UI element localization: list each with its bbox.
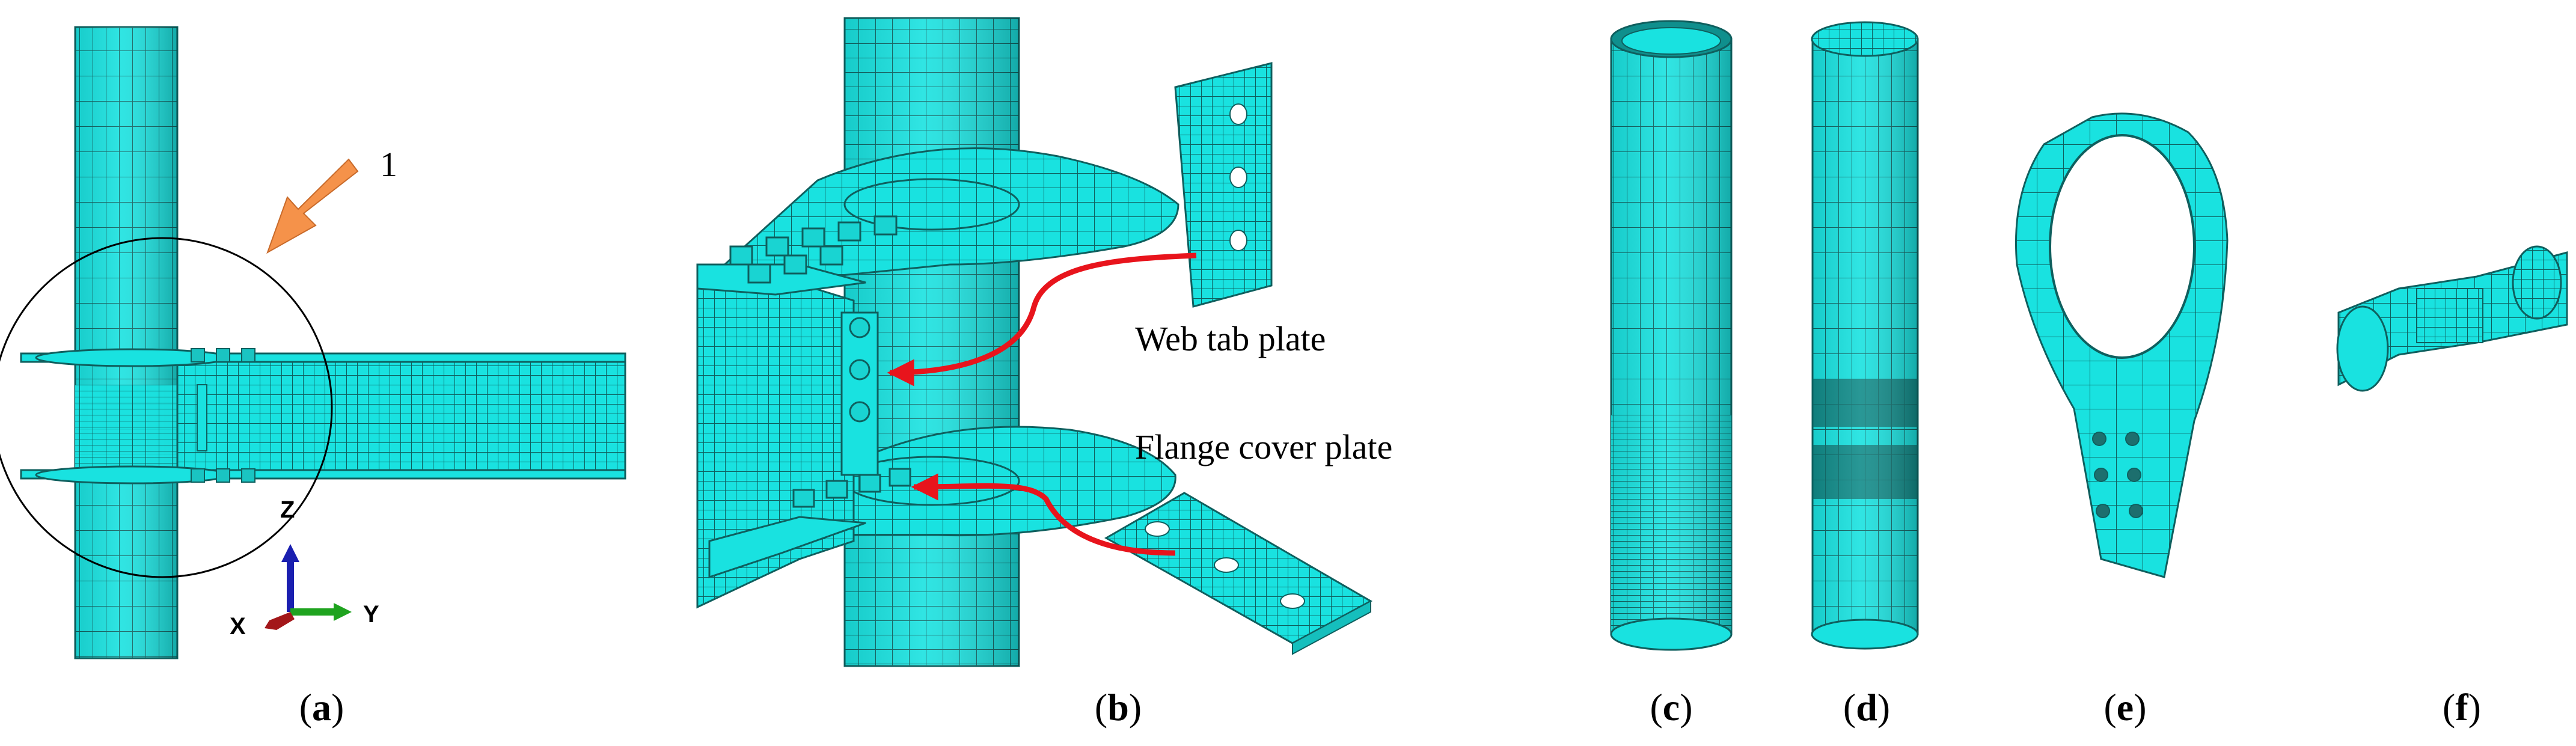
callout-label: 1 (380, 145, 397, 184)
caption-b: (b) (1094, 686, 1142, 729)
arrow-flange-cover (911, 473, 1176, 556)
flange-cover-plate-label: Flange cover plate (1135, 427, 1393, 466)
bolt-holes-e (2092, 432, 2143, 518)
beam-a (176, 355, 626, 477)
panel-d (1811, 21, 1919, 650)
panel-f (2336, 245, 2568, 392)
caption-a: (a) (299, 686, 344, 729)
axis-y-label: Y (363, 601, 379, 628)
web-tab-plate (1174, 62, 1273, 308)
caption-f: (f) (2443, 686, 2481, 729)
bolt-model (2336, 245, 2568, 392)
bolt-heads-b (729, 215, 911, 508)
panel-a (0, 26, 626, 659)
axis-z-label: Z (280, 497, 295, 523)
axis-triad (265, 544, 352, 630)
panel-c (1610, 20, 1733, 651)
arrow-web-tab (887, 252, 1197, 387)
flange-cover-plate (1104, 492, 1373, 655)
axis-x-label: X (230, 613, 246, 640)
caption-d: (d) (1843, 686, 1891, 729)
caption-c: (c) (1650, 686, 1693, 729)
panel-e (2015, 112, 2229, 578)
callout-arrow (266, 158, 359, 254)
caption-e: (e) (2103, 686, 2147, 729)
detail-circle (0, 237, 333, 578)
panel-b (696, 17, 1373, 667)
web-tab-plate-label: Web tab plate (1135, 319, 1326, 358)
